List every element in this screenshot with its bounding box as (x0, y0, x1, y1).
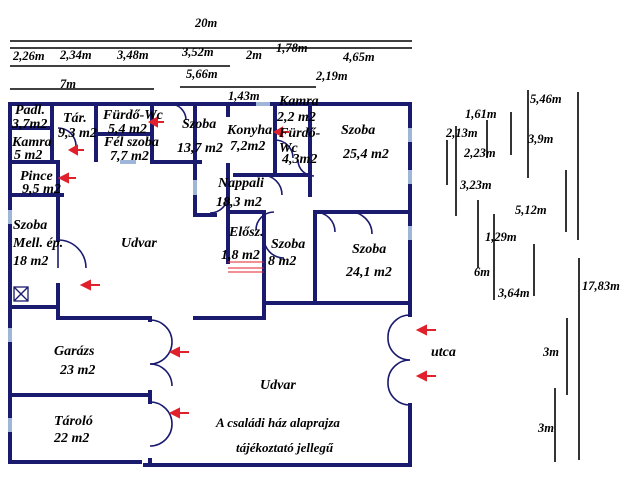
room-kamra-left-area: 5 m2 (14, 148, 42, 163)
dim-second-3: 2,19m (315, 69, 348, 83)
room-szoba-mell-b: Mell. ép. (12, 236, 63, 251)
dim-top-6: 1,78m (276, 41, 308, 55)
room-furdo-wc2-area: 4,3m2 (281, 152, 317, 167)
room-tar-area: 9,3 m2 (58, 126, 97, 141)
dim-top-2: 2,34m (59, 48, 92, 62)
room-szoba-big-area: 25,4 m2 (342, 147, 389, 162)
dim-second-1: 7m (60, 77, 76, 91)
dim-right-4: 3,9m (527, 132, 554, 146)
note-line-1: A családi ház alaprajza (215, 415, 340, 430)
arrow-mell (79, 279, 100, 291)
room-szoba-24: Szoba (352, 242, 386, 257)
arrow-street-2 (415, 370, 436, 382)
arrow-garage (168, 346, 189, 358)
walls (8, 102, 412, 467)
dim-top-7: 4,65m (342, 50, 375, 64)
room-garazs: Garázs (54, 344, 95, 359)
room-fel-szoba-area: 7,7 m2 (110, 149, 149, 164)
room-szoba-24-area: 24,1 m2 (345, 265, 392, 280)
stairs (228, 261, 264, 273)
room-udvar-top: Udvar (121, 236, 157, 251)
arrow-tarolo (168, 407, 189, 419)
plan-notes: A családi ház alaprajza tájékoztató jell… (215, 415, 340, 455)
room-furdo-wc2-b: Wc (279, 141, 298, 156)
room-szoba-8: Szoba (271, 237, 305, 252)
dim-top-5: 2m (245, 48, 262, 62)
dim-right-13: 3m (537, 421, 554, 435)
room-kamra-right: Kamra (278, 94, 319, 109)
room-szoba-8-area: 8 m2 (268, 254, 296, 269)
room-kamra-right-area: 2,2 m2 (276, 110, 316, 125)
dim-top-1: 2,26m (12, 49, 45, 63)
room-padl: Padl. (15, 103, 45, 118)
room-furdo-wc2: Fürdő- (278, 126, 321, 141)
dim-right-5: 2,23m (463, 146, 496, 160)
arrow-tar (67, 144, 84, 156)
room-garazs-area: 23 m2 (59, 363, 95, 378)
room-konyha: Konyha (226, 123, 272, 138)
room-eloszoba: Elősz. (228, 225, 264, 240)
room-labels: Padl. 3,7m2 Tár. 9,3 m2 Kamra 5 m2 Fürdő… (11, 94, 456, 446)
room-tarolo-area: 22 m2 (53, 431, 89, 446)
chimney-symbol (13, 286, 29, 302)
dim-total: 20m (194, 16, 218, 30)
right-dimension-lines (446, 90, 580, 462)
room-fel-szoba: Fél szoba (103, 135, 159, 150)
arrow-pince (57, 172, 76, 184)
note-line-2: tájékoztató jellegű (236, 440, 334, 455)
dim-top-4: 3,52m (181, 45, 214, 59)
room-szoba-mell: Szoba (13, 218, 47, 233)
dim-right-6: 3,23m (459, 178, 492, 192)
dim-right-3: 2,13m (445, 126, 478, 140)
entrance-arrows (57, 116, 436, 419)
room-szoba-mell-area: 18 m2 (13, 254, 48, 269)
room-konyha-area: 7,2m2 (230, 139, 265, 154)
dim-right-8: 1,29m (485, 230, 517, 244)
arrow-konyha (272, 126, 289, 138)
door-swings (57, 103, 411, 447)
dim-right-12: 3m (542, 345, 559, 359)
room-szoba-a: Szoba (182, 117, 216, 132)
room-tarolo: Tároló (54, 414, 93, 429)
room-padl-area: 3,7m2 (11, 117, 47, 132)
windows (8, 102, 412, 432)
dimension-labels: 20m 2,26m 2,34m 3,48m 3,52m 2m 1,78m 4,6… (12, 16, 620, 435)
room-utca: utca (431, 345, 456, 360)
dim-right-9: 6m (474, 265, 490, 279)
room-furdo-wc: Fürdő-Wc (102, 108, 164, 123)
room-pince: Pince (20, 169, 53, 184)
room-furdo-wc-area: 5,4 m2 (108, 122, 147, 137)
room-nappali: Nappali (217, 176, 264, 191)
dim-right-2: 1,61m (465, 107, 497, 121)
arrow-street-1 (415, 324, 436, 336)
arrow-furdo (147, 116, 164, 128)
dim-right-1: 5,46m (530, 92, 562, 106)
room-eloszoba-area: 1,8 m2 (221, 248, 260, 263)
dim-right-11: 17,83m (582, 279, 620, 293)
room-kamra-left: Kamra (11, 135, 52, 150)
room-szoba-big: Szoba (341, 123, 375, 138)
dim-right-10: 3,64m (497, 286, 530, 300)
room-szoba-a-area: 13,7 m2 (177, 141, 223, 156)
dim-inner: 1,43m (228, 89, 260, 103)
room-nappali-area: 18,3 m2 (216, 195, 262, 210)
room-pince-area: 9,5 m2 (22, 182, 61, 197)
dim-top-3: 3,48m (116, 48, 149, 62)
dim-right-7: 5,12m (515, 203, 547, 217)
room-tar: Tár. (63, 111, 87, 126)
dim-second-2: 5,66m (186, 67, 218, 81)
room-udvar-bottom: Udvar (260, 378, 296, 393)
